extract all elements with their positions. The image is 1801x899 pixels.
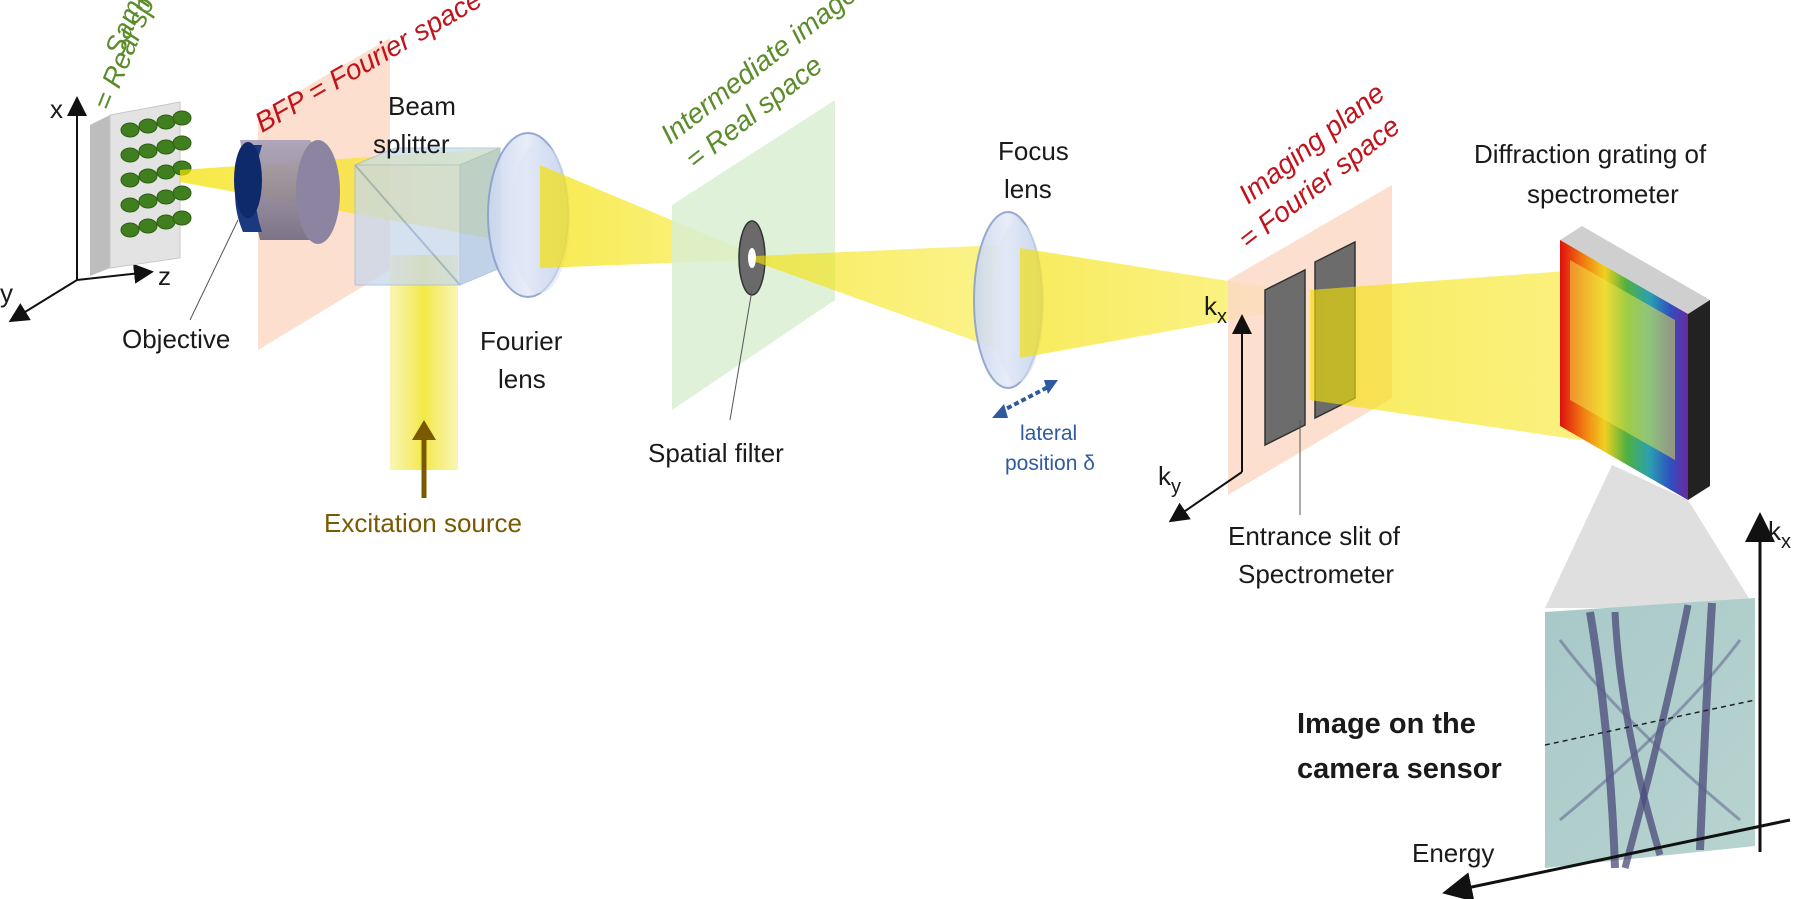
sample-axes: x z y [0,94,171,323]
beam-splitter-label-line2: splitter [373,129,450,159]
lateral-label-line1: lateral [1020,422,1077,445]
sample [90,101,192,276]
lateral-label-line2: position δ [1005,452,1095,475]
beam-splitter [354,147,501,286]
excitation-arrow-head [412,420,436,440]
camera-label-line1: Image on the [1297,708,1476,740]
kx-label-slit: kx [1204,291,1227,328]
camera-image [1544,598,1756,869]
grating-label-line1: Diffraction grating of [1474,139,1707,169]
lateral-arrow-head-right [1044,380,1058,394]
entrance-slit-label-line2: Spectrometer [1238,559,1394,589]
ky-label-slit: ky [1158,461,1181,498]
axis-z-label: z [158,261,171,291]
excitation-source-label: Excitation source [324,508,522,538]
lateral-position-arrow [999,384,1051,414]
spatial-filter-leader-line [729,289,753,421]
focus-lens-label-line2: lens [1004,174,1052,204]
camera-label-line2: camera sensor [1297,753,1502,785]
entrance-slit-label-line1: Entrance slit of [1228,521,1401,551]
kx-label-camera: kx [1768,516,1791,553]
slit-axes [1168,314,1252,523]
axis-x-label: x [50,94,63,124]
energy-axis-label: Energy [1412,838,1494,868]
beam-splitter-label-line1: Beam [388,91,456,121]
lateral-arrow-head-left [992,404,1008,418]
focus-lens-label-line1: Focus [998,136,1069,166]
sample-label-line2: = Real space [87,0,177,114]
objective [234,140,340,244]
camera-projection [1545,465,1755,608]
beam-segment-3 [756,245,1000,350]
diffraction-grating [1560,226,1710,500]
objective-leader-line [189,219,239,321]
axis-y-label: y [0,278,13,308]
spatial-filter-label: Spatial filter [648,438,784,468]
fourier-lens-label-line2: lens [498,364,546,394]
objective-label: Objective [122,324,230,354]
sample-pillars [120,110,192,238]
grating-label-line2: spectrometer [1527,179,1679,209]
fourier-lens-label-line1: Fourier [480,326,563,356]
camera-axes [1442,512,1791,899]
beam-segment-4 [1020,248,1285,358]
